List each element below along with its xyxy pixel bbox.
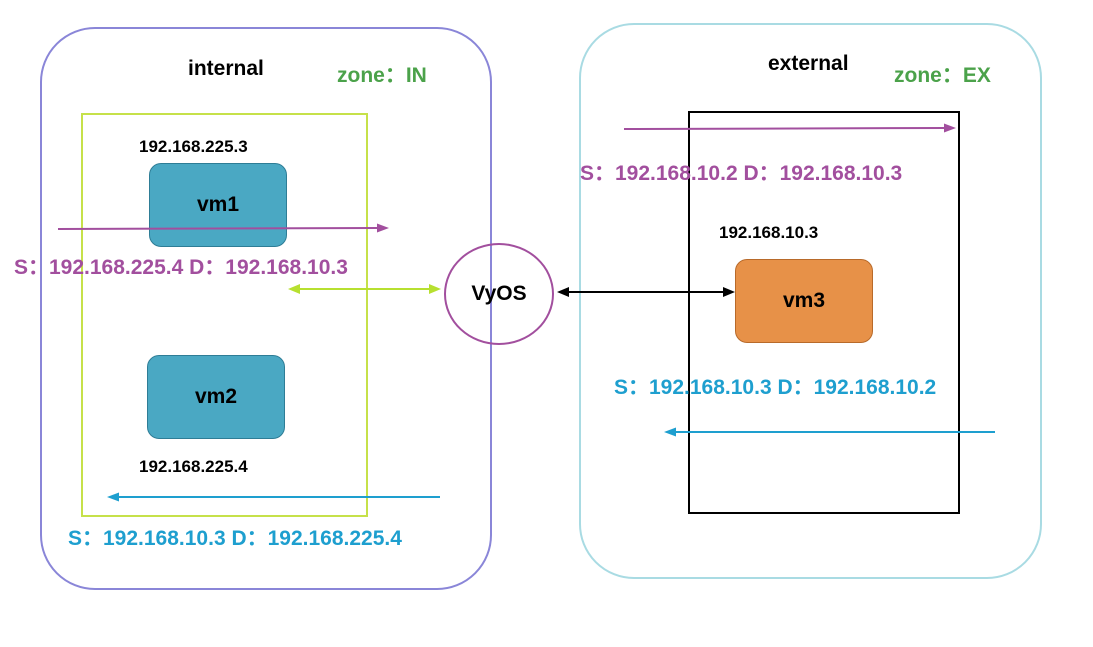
internal-subnet-box (81, 113, 368, 517)
external-zone-title: external (768, 52, 849, 75)
external-reply-flow-label: S：192.168.10.3 D：192.168.10.2 (614, 376, 937, 399)
vm1-ip: 192.168.225.3 (139, 137, 248, 156)
subnet-router-link-left-head (288, 284, 300, 294)
vm1-node: vm1 (149, 163, 287, 247)
external-inbound-flow-label: S：192.168.10.2 D：192.168.10.3 (580, 162, 903, 185)
router-vm3-link-right-head (723, 287, 735, 297)
router-vm3-link-left-head (557, 287, 569, 297)
vm2-label: vm2 (194, 385, 238, 408)
vyos-router: VyOS (444, 243, 554, 345)
internal-return-flow-label: S：192.168.10.3 D：192.168.225.4 (68, 527, 402, 550)
external-zone (579, 23, 1042, 579)
vyos-router-label: VyOS (471, 282, 527, 305)
vm3-label: vm3 (782, 289, 826, 312)
vm2-ip: 192.168.225.4 (139, 457, 248, 476)
external-reply-arrowhead (664, 427, 676, 437)
external-host-box (688, 111, 960, 514)
subnet-router-link-right-head (429, 284, 441, 294)
internal-zone-label: zone：IN (337, 64, 427, 87)
internal-zone-title: internal (188, 57, 264, 80)
external-inbound-arrow (623, 127, 946, 130)
internal-outbound-arrow (57, 227, 379, 230)
vm3-ip: 192.168.10.3 (719, 223, 819, 242)
internal-outbound-flow-label: S：192.168.225.4 D：192.168.10.3 (14, 256, 348, 279)
internal-return-arrowhead (107, 492, 119, 502)
vm1-label: vm1 (196, 193, 240, 216)
external-inbound-arrowhead (944, 123, 956, 133)
vm3-node: vm3 (735, 259, 873, 343)
vm2-node: vm2 (147, 355, 285, 439)
external-zone-label: zone：EX (894, 64, 991, 87)
internal-outbound-arrowhead (377, 223, 389, 233)
